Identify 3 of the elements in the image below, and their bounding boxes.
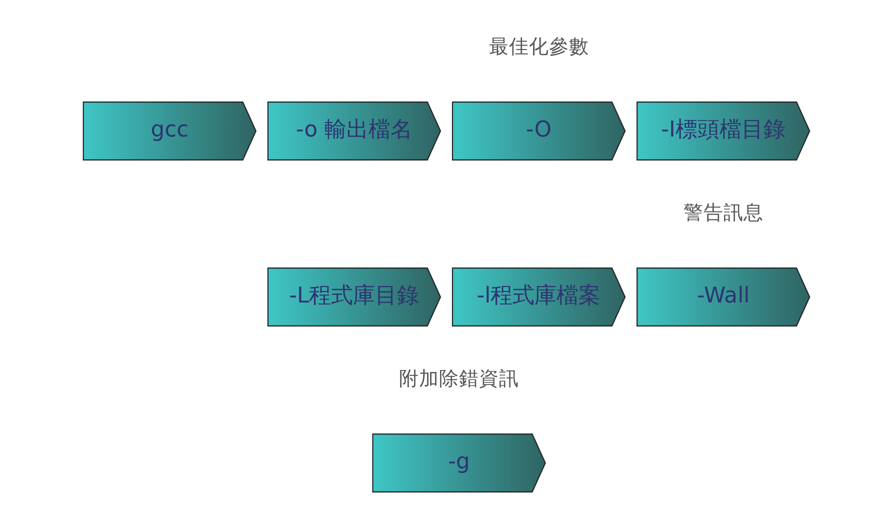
node-label: 警告訊息	[682, 200, 763, 224]
node-label: 附加除錯資訊	[398, 366, 519, 390]
node-label: 最佳化參數	[488, 34, 588, 58]
